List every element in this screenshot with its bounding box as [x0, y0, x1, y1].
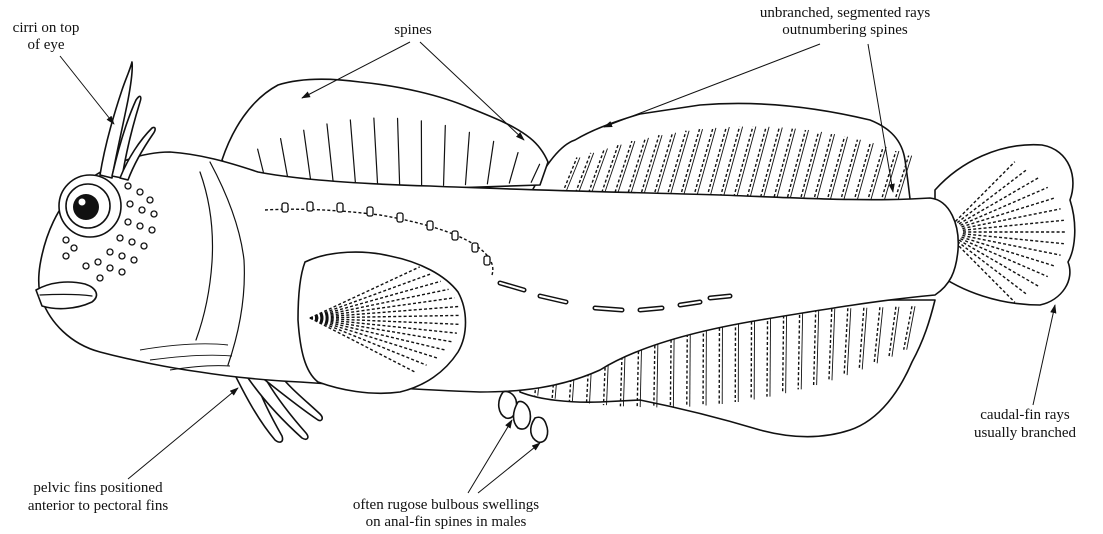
- head-pore: [119, 269, 125, 275]
- head-pore: [97, 275, 103, 281]
- head-pore: [141, 243, 147, 249]
- arrow-rugose-1: [468, 420, 512, 493]
- arrow-cirri: [60, 56, 114, 124]
- label-unbranched-line1: unbranched, segmented rays: [760, 5, 931, 21]
- head-pore: [125, 183, 131, 189]
- lateral-pore: [282, 203, 288, 212]
- lateral-pore: [397, 213, 403, 222]
- head-pore: [137, 223, 143, 229]
- label-caudal-line2: usually branched: [974, 425, 1077, 441]
- lateral-pore: [337, 203, 343, 212]
- lateral-pore: [452, 231, 458, 240]
- lateral-pore: [472, 243, 478, 252]
- arrow-rugose-2: [478, 443, 540, 493]
- head-pore: [127, 201, 133, 207]
- head-pore: [151, 211, 157, 217]
- head-pore: [129, 239, 135, 245]
- lateral-pore: [367, 207, 373, 216]
- head-pore: [119, 253, 125, 259]
- eye-pupil: [73, 194, 99, 220]
- head-pore: [107, 249, 113, 255]
- head-pore: [149, 227, 155, 233]
- anal-bulbs: [499, 391, 548, 442]
- fish-body-group: [36, 62, 1075, 442]
- label-pelvic-line1: pelvic fins positioned: [33, 480, 163, 496]
- label-rugose-line2: on anal-fin spines in males: [366, 514, 527, 530]
- head-pore: [147, 197, 153, 203]
- head-pore: [131, 257, 137, 263]
- head-pore: [125, 219, 131, 225]
- head-pore: [71, 245, 77, 251]
- label-pelvic-line2: anterior to pectoral fins: [28, 498, 169, 514]
- head-pore: [137, 189, 143, 195]
- arrow-pelvic: [128, 388, 238, 479]
- arrow-caudal: [1033, 305, 1055, 405]
- head-pore: [117, 235, 123, 241]
- lateral-pore: [484, 256, 490, 265]
- head-pore: [95, 259, 101, 265]
- label-spines: spines: [394, 22, 432, 38]
- head-pore: [63, 237, 69, 243]
- head-pore: [139, 207, 145, 213]
- lateral-pore: [427, 221, 433, 230]
- head-pore: [107, 265, 113, 271]
- anal-ray-edge: [770, 311, 771, 397]
- label-rugose-line1: often rugose bulbous swellings: [353, 497, 539, 513]
- head-pore: [63, 253, 69, 259]
- anal-ray: [767, 311, 768, 397]
- label-cirri-line2: of eye: [27, 37, 64, 53]
- head-pore: [83, 263, 89, 269]
- pelvic-fins: [235, 375, 322, 442]
- label-caudal-line1: caudal-fin rays: [980, 407, 1070, 423]
- lateral-pore: [307, 202, 313, 211]
- label-unbranched-line2: outnumbering spines: [782, 22, 908, 38]
- label-cirri-line1: cirri on top: [13, 20, 80, 36]
